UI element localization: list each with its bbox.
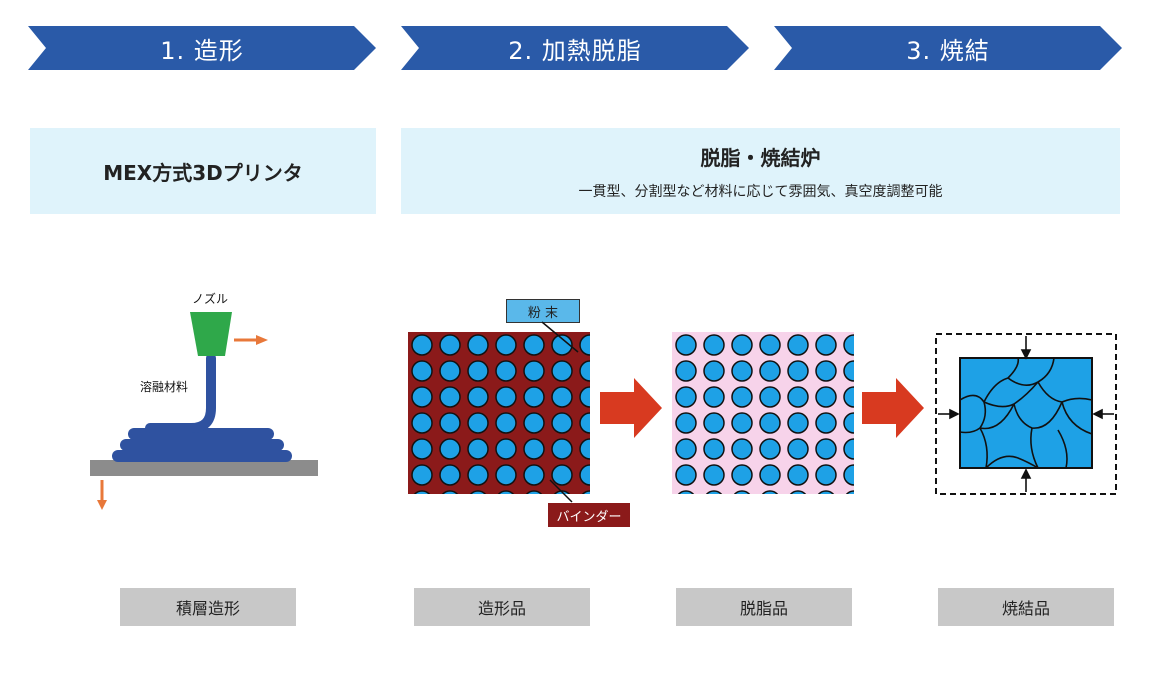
binder-pointer [549, 479, 573, 503]
stage-label-layering: 積層造形 [120, 588, 296, 626]
sintered-body [959, 357, 1093, 469]
chevron-shape [28, 26, 376, 70]
down-arrow-icon [97, 480, 107, 510]
step-1-label: 1. 造形 [160, 36, 244, 65]
build-plate [90, 460, 318, 476]
printer-title: MEX方式3Dプリンタ [103, 160, 303, 185]
right-arrow-icon [234, 335, 268, 345]
process-arrow-2 [862, 378, 924, 438]
stage-label-sintered: 焼結品 [938, 588, 1114, 626]
step-1-chevron: 1. 造形 [28, 26, 376, 70]
sintered-part-illustration [935, 333, 1117, 495]
process-arrow-1 [600, 378, 662, 438]
brown-part-body [672, 332, 854, 494]
brown-part-illustration [672, 332, 854, 494]
chevron-shape [774, 26, 1122, 70]
printer-illustration [90, 312, 318, 510]
pressure-boundary [935, 333, 1117, 495]
furnace-description: 一貫型、分割型など材料に応じて雰囲気、真空度調整可能 [578, 183, 943, 200]
step-3-label: 3. 焼結 [906, 36, 990, 65]
grain-boundaries [959, 357, 1093, 469]
step-2-label: 2. 加熱脱脂 [508, 36, 642, 65]
step-2-chevron: 2. 加熱脱脂 [401, 26, 749, 70]
green-part-body [408, 332, 590, 494]
stage-label-green: 造形品 [414, 588, 590, 626]
printer-box: MEX方式3Dプリンタ [30, 128, 376, 214]
layer-bottom [112, 450, 292, 462]
binder-label: バインダー [548, 503, 630, 527]
nozzle-label: ノズル [192, 292, 229, 306]
step-3-chevron: 3. 焼結 [774, 26, 1122, 70]
green-part-illustration [408, 332, 590, 494]
layer-middle [120, 439, 284, 451]
filament [145, 353, 216, 433]
molten-material-label: 溶融材料 [140, 380, 189, 394]
chevron-shape [401, 26, 749, 70]
furnace-box: 脱脂・焼結炉 一貫型、分割型など材料に応じて雰囲気、真空度調整可能 [401, 128, 1120, 214]
stage-label-brown: 脱脂品 [676, 588, 852, 626]
powder-pointer [541, 321, 579, 353]
nozzle-icon [190, 312, 232, 356]
pressure-arrows [938, 336, 1114, 492]
furnace-title: 脱脂・焼結炉 [700, 145, 821, 170]
